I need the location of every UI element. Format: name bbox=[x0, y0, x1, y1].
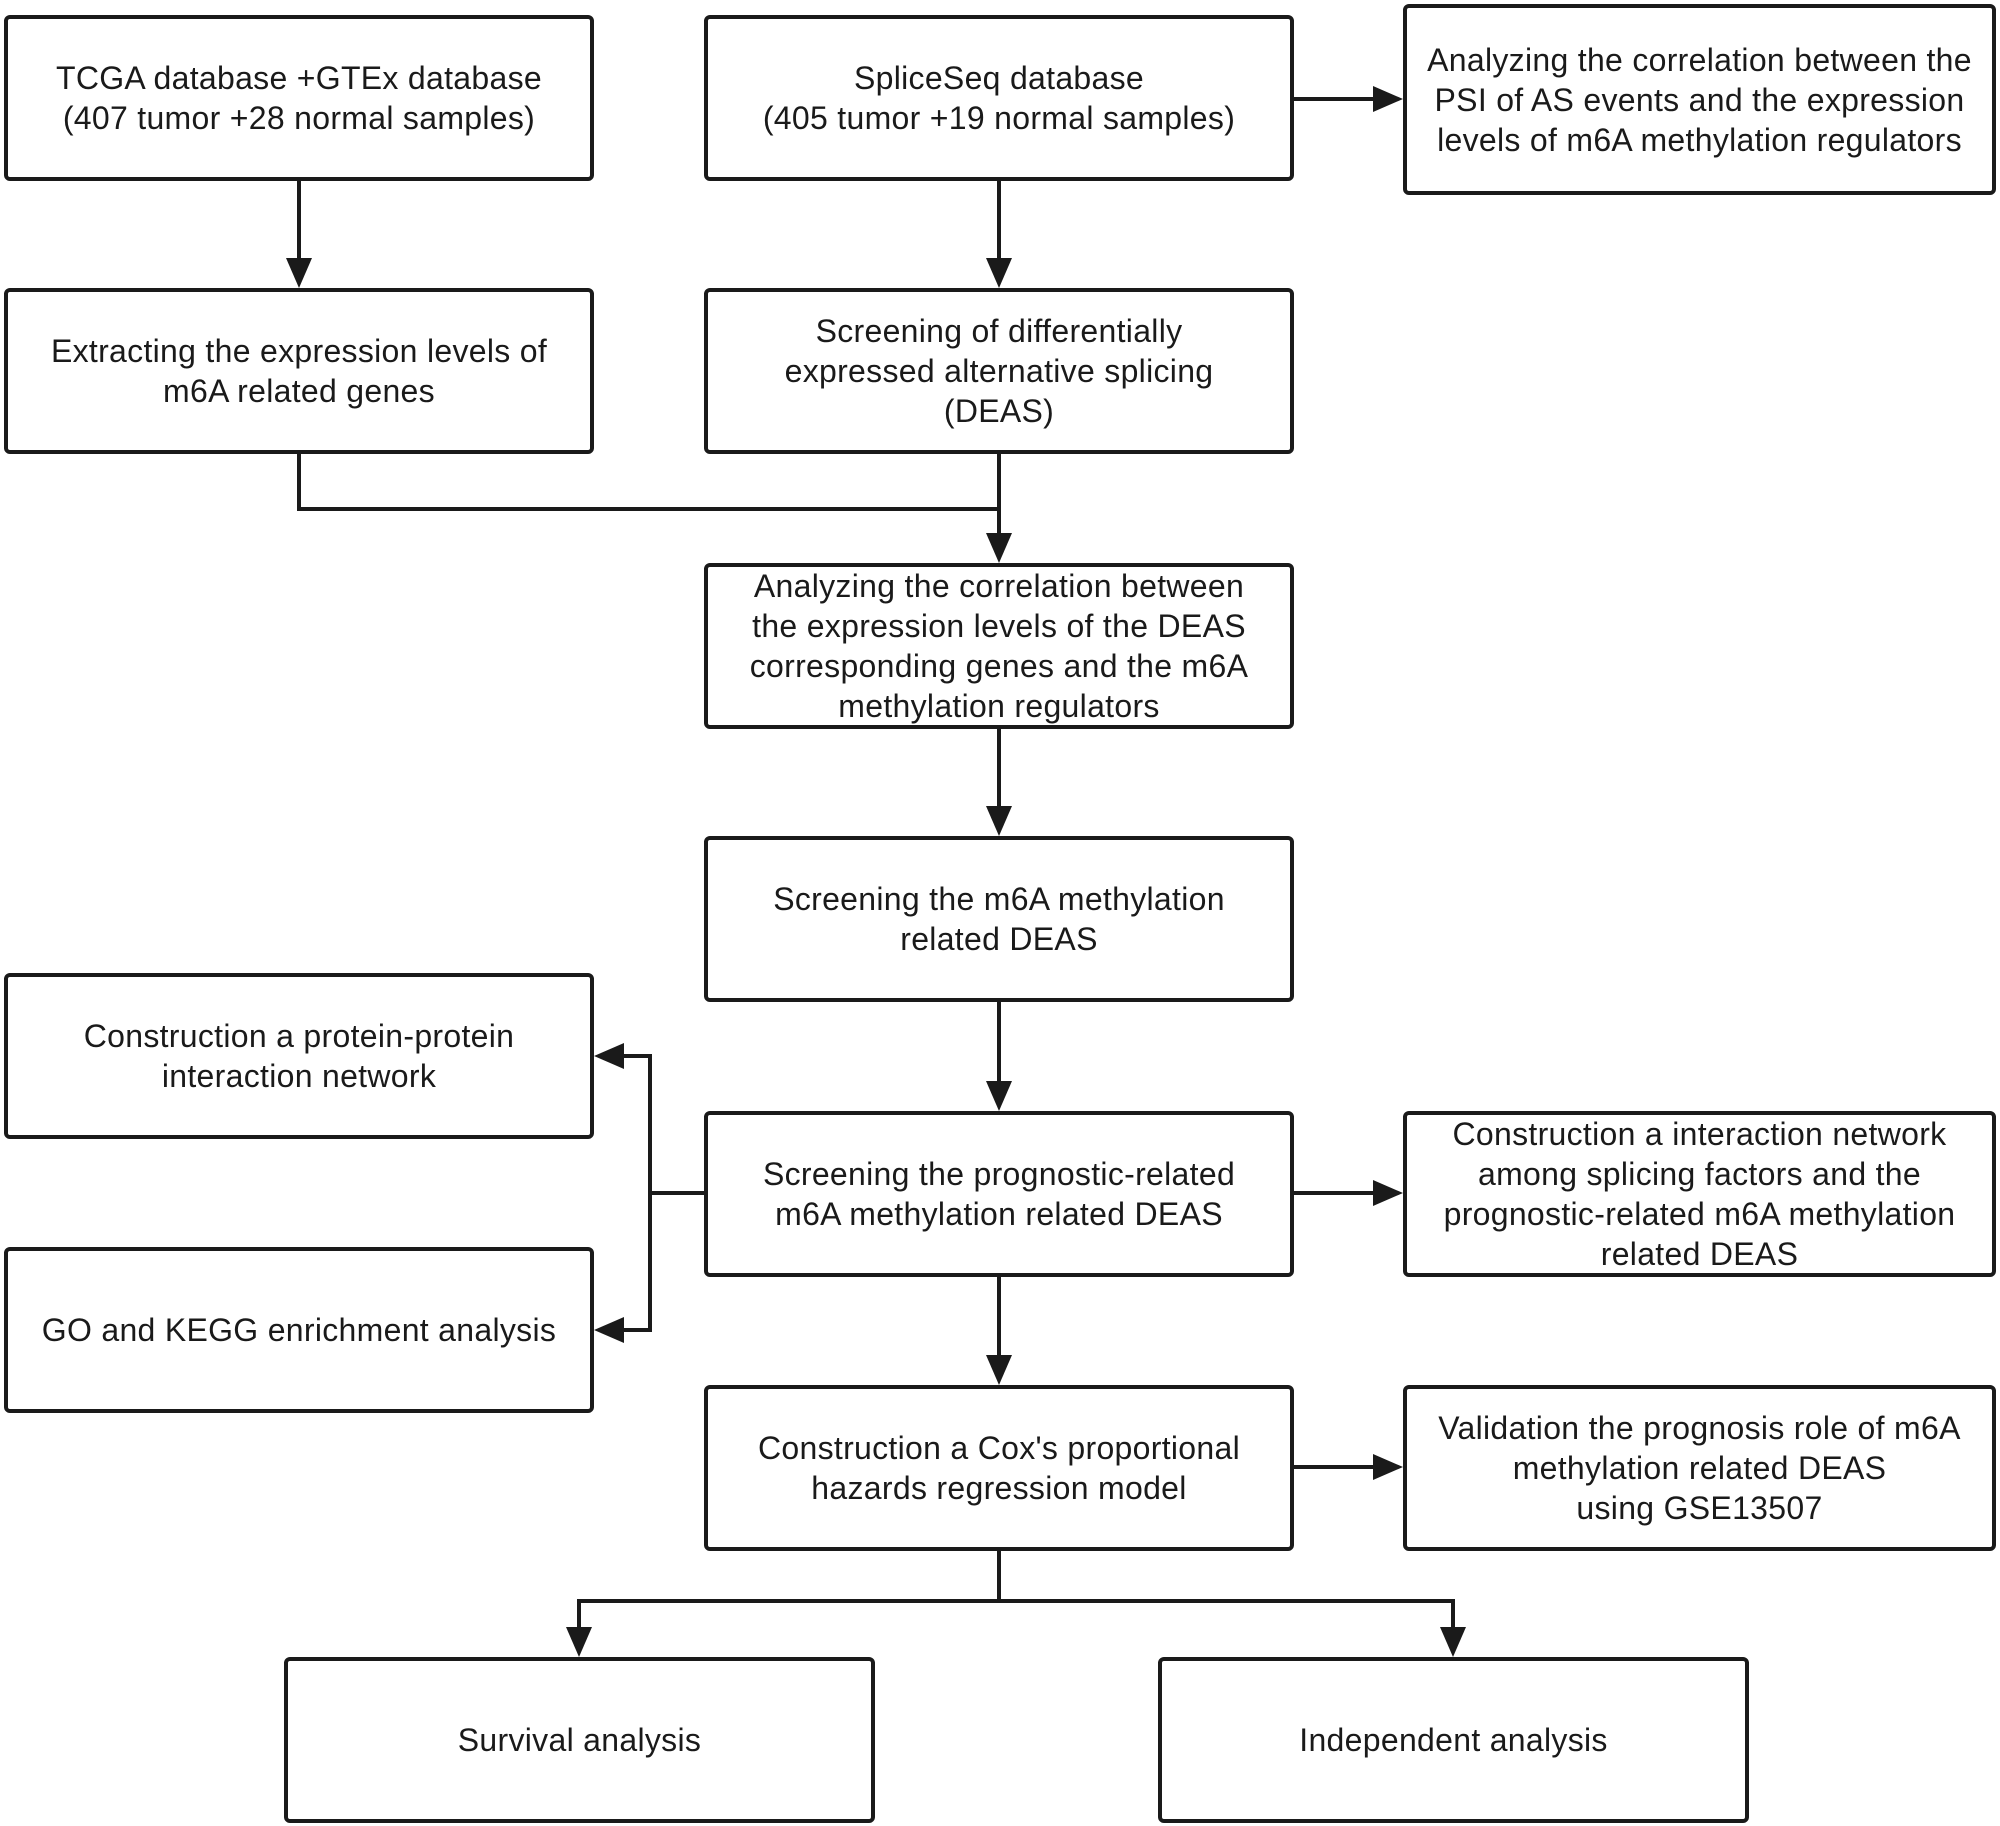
arrowhead-icon bbox=[1373, 1454, 1403, 1480]
node-spliceseq-database: SpliceSeq database (405 tumor +19 normal… bbox=[704, 15, 1294, 181]
arrowhead-icon bbox=[986, 258, 1012, 288]
node-label: Survival analysis bbox=[457, 1722, 702, 1758]
node-label: Construction a protein-protein interacti… bbox=[83, 1018, 515, 1094]
arrowhead-icon bbox=[986, 1081, 1012, 1111]
node-cox-model: Construction a Cox's proportional hazard… bbox=[704, 1385, 1294, 1551]
node-label: TCGA database +GTEx database (407 tumor … bbox=[55, 60, 542, 136]
node-label: Analyzing the correlation between the PS… bbox=[1427, 41, 1972, 158]
node-label: GO and KEGG enrichment analysis bbox=[41, 1312, 557, 1348]
node-screen-prognostic: Screening the prognostic-related m6A met… bbox=[704, 1111, 1294, 1277]
node-survival-analysis: Survival analysis bbox=[284, 1657, 875, 1823]
node-label: Extracting the expression levels of m6A … bbox=[50, 333, 548, 409]
edge-merge-to-correlation bbox=[297, 454, 999, 511]
arrowhead-icon bbox=[1440, 1627, 1466, 1657]
arrowhead-icon bbox=[1373, 1180, 1403, 1206]
node-screen-m6a-deas: Screening the m6A methylation related DE… bbox=[704, 836, 1294, 1002]
node-label: Construction a interaction network among… bbox=[1443, 1116, 1956, 1272]
arrowhead-icon bbox=[1373, 86, 1403, 112]
arrowhead-icon bbox=[986, 1355, 1012, 1385]
arrowhead-icon bbox=[986, 533, 1012, 563]
node-independent-analysis: Independent analysis bbox=[1158, 1657, 1749, 1823]
arrowhead-icon bbox=[286, 258, 312, 288]
node-label: Analyzing the correlation between the ex… bbox=[749, 568, 1249, 724]
node-label: SpliceSeq database (405 tumor +19 normal… bbox=[762, 60, 1236, 136]
node-label: Screening of differentially expressed al… bbox=[784, 313, 1214, 429]
node-psi-correlation: Analyzing the correlation between the PS… bbox=[1403, 4, 1996, 195]
node-splicing-network: Construction a interaction network among… bbox=[1403, 1111, 1996, 1277]
edge-left-bracket bbox=[620, 1054, 652, 1332]
node-label: Screening the prognostic-related m6A met… bbox=[762, 1156, 1236, 1232]
node-deas-correlation: Analyzing the correlation between the ex… bbox=[704, 563, 1294, 729]
edge-split-horizontal bbox=[577, 1599, 1455, 1631]
node-tcga-gtex-database: TCGA database +GTEx database (407 tumor … bbox=[4, 15, 594, 181]
node-label: Construction a Cox's proportional hazard… bbox=[757, 1430, 1241, 1506]
arrowhead-icon bbox=[566, 1627, 592, 1657]
arrowhead-icon bbox=[594, 1317, 624, 1343]
node-screen-deas: Screening of differentially expressed al… bbox=[704, 288, 1294, 454]
node-ppi-network: Construction a protein-protein interacti… bbox=[4, 973, 594, 1139]
arrowhead-icon bbox=[594, 1043, 624, 1069]
node-label: Independent analysis bbox=[1299, 1722, 1608, 1758]
node-extract-expression: Extracting the expression levels of m6A … bbox=[4, 288, 594, 454]
arrowhead-icon bbox=[986, 806, 1012, 836]
node-go-kegg: GO and KEGG enrichment analysis bbox=[4, 1247, 594, 1413]
node-label: Validation the prognosis role of m6A met… bbox=[1438, 1410, 1961, 1526]
node-label: Screening the m6A methylation related DE… bbox=[773, 881, 1225, 957]
node-validation: Validation the prognosis role of m6A met… bbox=[1403, 1385, 1996, 1551]
